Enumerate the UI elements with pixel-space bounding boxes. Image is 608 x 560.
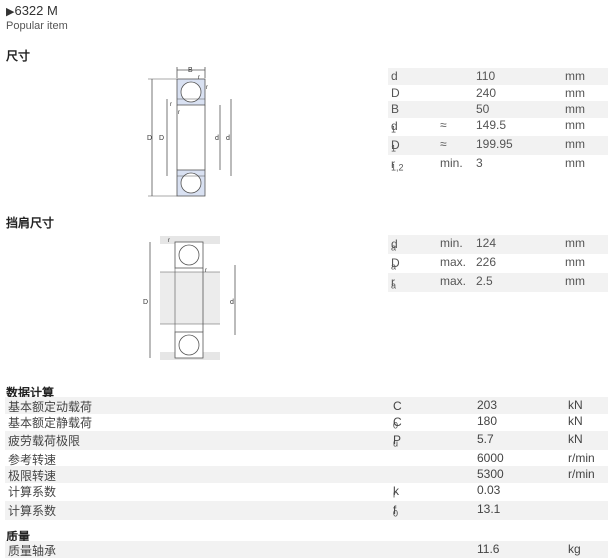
bearing-dimensions-diagram: B D D d d r r r r — [147, 67, 232, 197]
calc-value: 180 — [477, 414, 498, 428]
calc-name: 极限转速 — [8, 469, 57, 483]
dim-unit: mm — [565, 156, 585, 170]
dim-qualifier: ≈ — [440, 137, 447, 151]
calc-value: 13.1 — [477, 502, 501, 516]
dim-value: 149.5 — [476, 118, 507, 132]
dim-row: D 240 mm — [388, 85, 608, 102]
abutment-qualifier: max. — [440, 255, 467, 269]
calc-unit: r/min — [568, 467, 595, 481]
label-Da: D — [143, 299, 148, 306]
dim-row: B 50 mm — [388, 101, 608, 118]
mass-row: 质量轴承 11.6 kg — [5, 541, 608, 558]
calc-name: 基本额定静载荷 — [8, 416, 93, 430]
mass-value: 11.6 — [477, 542, 500, 556]
calc-unit: kN — [568, 432, 583, 446]
abutment-value: 226 — [476, 255, 497, 269]
dim-row: d 110 mm — [388, 68, 608, 85]
dim-value: 199.95 — [476, 137, 513, 151]
label-r2-inner: r — [178, 110, 180, 116]
calc-row: 基本额定动载荷 C 203 kN — [5, 397, 608, 414]
calc-name: 计算系数 — [8, 504, 57, 518]
label-r1: r — [206, 85, 208, 91]
section-calculation: 数据计算 — [6, 386, 55, 400]
calc-value: 5300 — [477, 467, 504, 481]
calc-unit: kN — [568, 398, 583, 412]
abutment-value: 124 — [476, 236, 497, 250]
abutment-value: 2.5 — [476, 274, 493, 288]
label-D: D — [147, 135, 152, 142]
label-ra-top: r — [168, 238, 170, 244]
dim-qualifier: ≈ — [440, 118, 447, 132]
calc-value: 203 — [477, 398, 498, 412]
label-B: B — [188, 67, 193, 74]
abutment-unit: mm — [565, 274, 585, 288]
section-mass: 质量 — [6, 530, 31, 544]
dim-unit: mm — [565, 118, 585, 132]
abutment-dimensions-diagram: D d r r — [143, 236, 236, 360]
calc-row: 参考转速 6000 r/min — [5, 450, 608, 467]
mass-unit: kg — [568, 542, 581, 556]
label-d: d — [215, 135, 219, 142]
label-ra-inner: r — [205, 268, 207, 274]
dim-value: 240 — [476, 86, 497, 100]
dim-value: 110 — [476, 69, 496, 83]
section-dimensions: 尺寸 — [6, 49, 31, 63]
dim-value: 3 — [476, 156, 483, 170]
mass-name: 质量轴承 — [8, 544, 57, 558]
calc-name: 参考转速 — [8, 453, 57, 467]
calc-name: 疲劳载荷极限 — [8, 434, 81, 448]
abutment-unit: mm — [565, 236, 585, 250]
abutment-unit: mm — [565, 255, 585, 269]
calc-name: 基本额定动载荷 — [8, 400, 93, 414]
product-subtitle: Popular item — [6, 20, 68, 32]
dim-unit: mm — [565, 69, 585, 83]
product-title-text: 6322 M — [14, 3, 58, 18]
dim-symbol: d — [391, 69, 398, 83]
label-r1-inner: r — [170, 102, 172, 108]
label-da: d — [230, 299, 234, 306]
label-r2: r — [198, 75, 200, 81]
calc-row: 极限转速 5300 r/min — [5, 466, 608, 483]
label-D1: D — [159, 135, 164, 142]
calc-value: 0.03 — [477, 483, 501, 497]
abutment-qualifier: min. — [440, 236, 463, 250]
abutment-qualifier: max. — [440, 274, 467, 288]
dim-qualifier: min. — [440, 156, 463, 170]
calc-unit: r/min — [568, 451, 595, 465]
dim-symbol: D — [391, 86, 400, 100]
calc-value: 6000 — [477, 451, 504, 465]
dim-unit: mm — [565, 86, 585, 100]
product-title: ▶6322 M — [6, 3, 58, 18]
calc-unit: kN — [568, 414, 583, 428]
calc-value: 5.7 — [477, 432, 494, 446]
section-abutment: 挡肩尺寸 — [6, 216, 55, 230]
dim-unit: mm — [565, 102, 585, 116]
label-d1: d — [226, 135, 230, 142]
calc-name: 计算系数 — [8, 485, 57, 499]
dim-unit: mm — [565, 137, 585, 151]
play-triangle-icon: ▶ — [6, 6, 15, 18]
dim-value: 50 — [476, 102, 490, 116]
dim-symbol: B — [391, 102, 400, 116]
